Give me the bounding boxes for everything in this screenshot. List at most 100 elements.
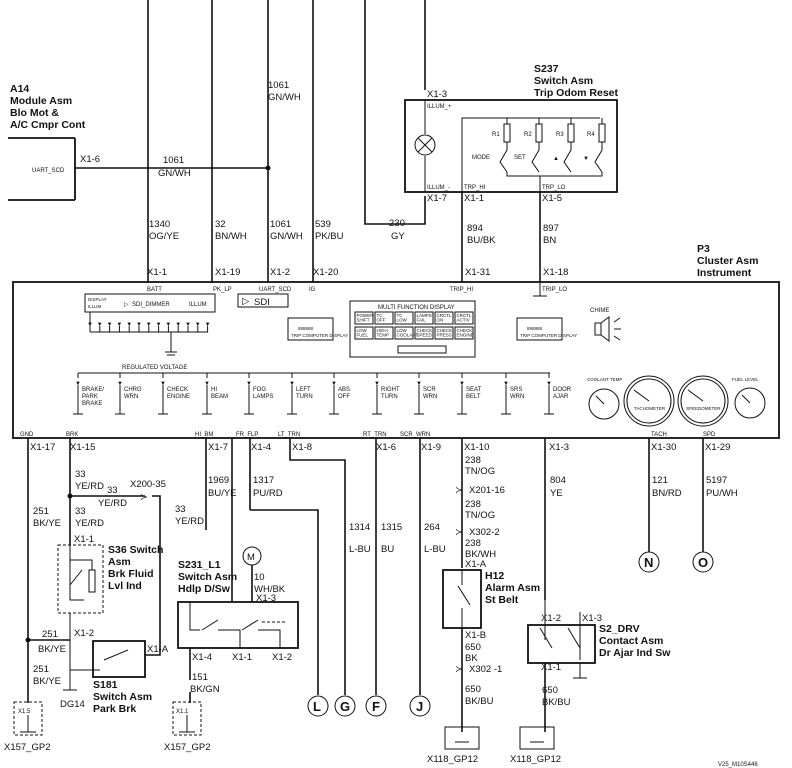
s231-box xyxy=(177,601,299,649)
s237-line-2: Trip Odom Reset xyxy=(534,87,619,99)
s2-pin-right: X1-3 xyxy=(582,613,602,624)
wire-5197-color: PU/WH xyxy=(706,488,738,499)
lamp-label: WRN xyxy=(510,394,524,400)
wire-1061-num: 1061 xyxy=(270,219,291,230)
cluster-hi-bm: HI_BM xyxy=(195,432,213,438)
s231-line-1: Switch Asm xyxy=(178,571,237,583)
s36-box xyxy=(57,544,104,614)
mfd-button-frame xyxy=(454,311,474,325)
offpage-g: G xyxy=(334,695,356,717)
x302a-connector-label: X302-2 xyxy=(469,527,500,538)
h12-pin-top: X1-A xyxy=(465,559,487,570)
x118-ground-left: X118_GP12 xyxy=(427,726,480,765)
offpage-l-icon xyxy=(307,695,329,717)
cluster-pk-lp: PK_LP xyxy=(213,287,232,293)
display-illum-1: DISPLAY xyxy=(88,297,107,302)
x118-right-label: X118_GP12 xyxy=(510,754,561,765)
s2-box xyxy=(527,624,596,664)
pin-x1-9: X1-9 xyxy=(421,442,441,453)
chime-label: CHIME xyxy=(590,308,609,314)
wire-238c-color: BK/WH xyxy=(465,549,496,560)
led-icon: ▼ xyxy=(503,381,509,387)
offpage-g-icon xyxy=(334,695,356,717)
mfd-button-frame xyxy=(434,311,454,325)
s36-switch-body xyxy=(69,560,84,601)
s237-illum-minus: ILLUM_- xyxy=(427,185,450,191)
lamp-label: OFF xyxy=(338,394,350,400)
h12-pin-bottom: X1-B xyxy=(465,630,486,641)
s36-switch: X1-1 X1-2 S36 Switch Asm Brk Fluid Lvl I… xyxy=(57,534,163,640)
p3-line-1: Cluster Asm xyxy=(697,255,758,267)
wire-251c-num: 251 xyxy=(33,664,49,675)
coolant-temp-label: COOLANT TEMP xyxy=(587,377,622,382)
mfd-button-label: TC xyxy=(377,313,384,318)
wire-1061-mid-num: 1061 xyxy=(163,155,184,166)
wire-1340-color: OG/YE xyxy=(149,231,179,242)
mfd-button-label: TC xyxy=(397,313,404,318)
mfd-button-frame xyxy=(434,326,454,340)
cluster-ig: IG xyxy=(309,287,316,293)
lamp-label: BRAKE/ xyxy=(82,387,104,393)
x157-left-box xyxy=(13,701,43,736)
s237-ref: S237 xyxy=(534,63,559,75)
cluster-uart: UART_SCD xyxy=(259,287,292,293)
s181-box xyxy=(92,640,146,678)
sdi-dimmer-block xyxy=(84,293,216,313)
mfd-button-label: SPEED xyxy=(417,333,433,338)
r3-resistor xyxy=(567,123,575,143)
h12-ref: H12 xyxy=(485,570,504,582)
wire-33c-color: YE/RD xyxy=(75,518,104,529)
connector-icon: ≻ xyxy=(140,492,148,503)
pin-x1-19: X1-19 xyxy=(215,267,240,278)
mfd-button-frame xyxy=(374,311,394,325)
s237-pin-trp-hi: X1-1 xyxy=(464,193,484,204)
connector-x201-icon: ≻ xyxy=(455,485,463,496)
wire-1061-top-color: GN/WH xyxy=(268,92,301,103)
r1-resistor xyxy=(503,123,511,143)
mfd-title: MULTI FUNCTION DISPLAY xyxy=(378,305,455,311)
speed-needle xyxy=(687,389,704,402)
wire-10-color: WH/BK xyxy=(254,584,286,595)
wire-151-color: BK/GN xyxy=(190,684,220,695)
mfd-button-label: OFF xyxy=(377,318,386,323)
mfd-button-frame xyxy=(354,311,374,325)
led-icon: ▼ xyxy=(75,381,81,387)
wire-5197-num: 5197 xyxy=(706,475,727,486)
led-icon: ▼ xyxy=(160,381,166,387)
down-triangle-icon: ▼ xyxy=(583,156,589,162)
led-icon: ▼ xyxy=(195,322,201,328)
mfd-button-label: HIGH xyxy=(377,328,388,333)
odo-right xyxy=(516,317,563,341)
offpage-g-label: G xyxy=(340,699,350,714)
wire-1340-num: 1340 xyxy=(149,219,170,230)
offpage-n: N xyxy=(638,551,660,573)
fuel-gauge-icon xyxy=(734,387,766,419)
led-icon: ▼ xyxy=(175,322,181,328)
sdi-triangle-icon: ▷ xyxy=(242,296,250,307)
dg14-label: DG14 xyxy=(60,699,85,710)
lamp-label: WRN xyxy=(423,394,437,400)
s181-line-1: Switch Asm xyxy=(93,691,152,703)
led-icon: ▼ xyxy=(107,322,113,328)
s237-switch: S237 Switch Asm Trip Odom Reset X1-3 ILL… xyxy=(404,63,619,204)
mfd-button-label: TEMP xyxy=(377,333,390,338)
wire-238a-num: 238 xyxy=(465,455,481,466)
pin-x1-18: X1-18 xyxy=(543,267,568,278)
cluster-asm: BATT PK_LP UART_SCD IG TRIP_HI TRIP_LO D… xyxy=(12,281,780,439)
s237-trp-lo: TRP_LO xyxy=(542,185,566,191)
s237-line-1: Switch Asm xyxy=(534,75,593,87)
wire-33a-num: 33 xyxy=(75,469,86,480)
wire-1314-color: L-BU xyxy=(349,544,371,555)
lamp-label: FOG xyxy=(253,387,266,393)
illum-label: ILLUM xyxy=(189,302,207,308)
lamp-label: CHECK xyxy=(167,387,188,393)
x118-right-box xyxy=(519,726,555,750)
odo-left-caption: TRIP COMPUTER DISPLAY xyxy=(291,333,348,338)
odo-left xyxy=(287,317,334,341)
